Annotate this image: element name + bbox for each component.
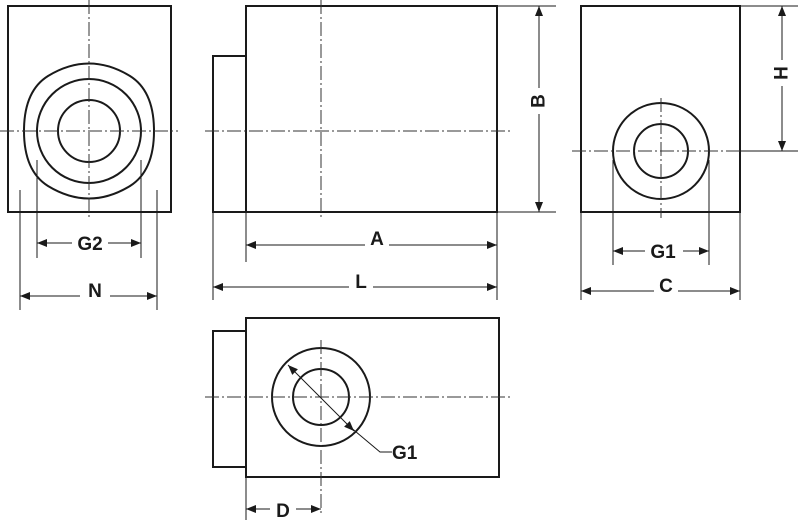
front-body xyxy=(245,5,498,213)
dim-label-l: L xyxy=(355,272,367,293)
bottom-flange xyxy=(212,330,247,468)
dim-label-g1-right: G1 xyxy=(650,242,676,263)
dim-label-g2: G2 xyxy=(77,234,102,255)
dim-label-g1-bottom: G1 xyxy=(392,443,418,464)
dim-label-d: D xyxy=(276,501,290,521)
dim-label-c: C xyxy=(659,276,673,297)
bottom-view: G1 D xyxy=(205,317,512,521)
dim-label-h: H xyxy=(772,66,793,80)
dim-label-n: N xyxy=(88,281,102,302)
front-flange xyxy=(212,55,247,213)
front-view: A L B xyxy=(205,0,556,300)
dim-label-b: B xyxy=(529,94,550,108)
right-end-view: H G1 C xyxy=(572,5,798,300)
left-end-view: G2 N xyxy=(0,0,178,310)
dim-label-a: A xyxy=(370,229,384,250)
